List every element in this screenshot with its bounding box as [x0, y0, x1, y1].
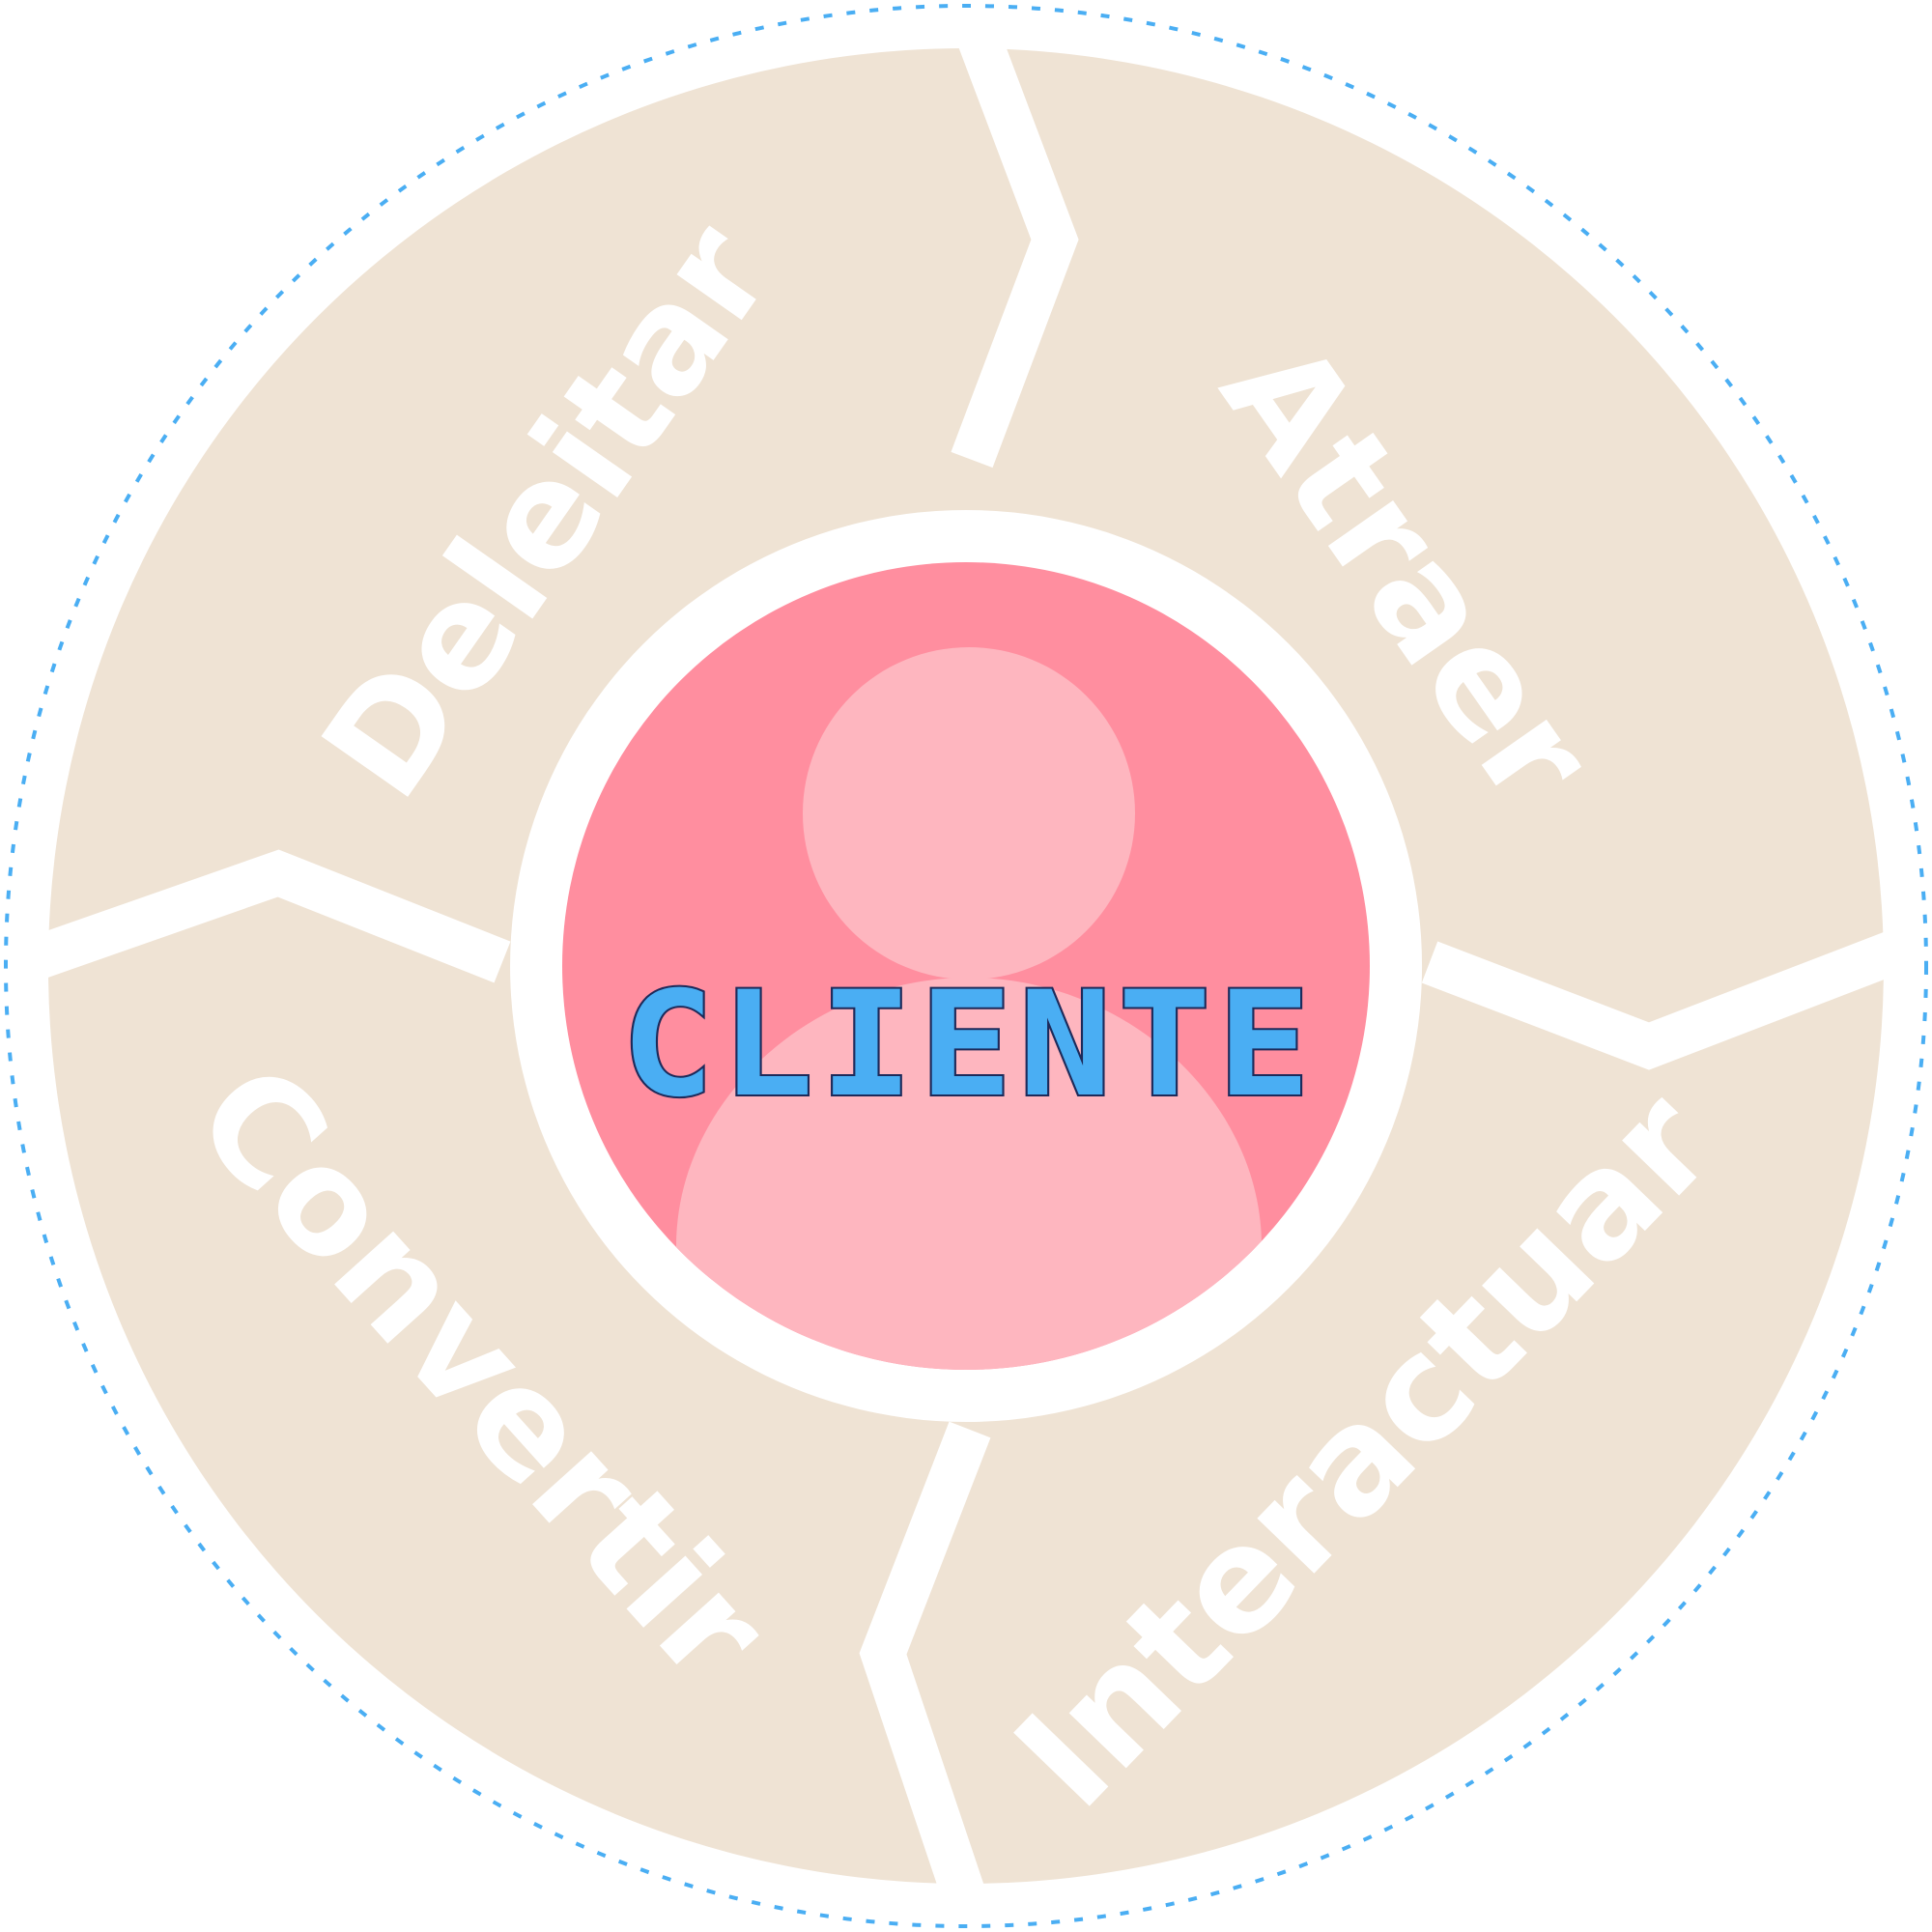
separator-right [1421, 923, 1921, 1070]
center-label: CLIENTE [621, 961, 1317, 1129]
center-avatar [562, 562, 1370, 1370]
outer-dotted-ring [4, 4, 1928, 1928]
separator-top [951, 11, 1079, 469]
segment-separators [12, 11, 1921, 1920]
person-head [803, 647, 1135, 980]
person-body [676, 978, 1262, 1370]
separator-left [12, 849, 511, 985]
segment-ring [47, 48, 1884, 1885]
separator-bottom [859, 1421, 991, 1920]
